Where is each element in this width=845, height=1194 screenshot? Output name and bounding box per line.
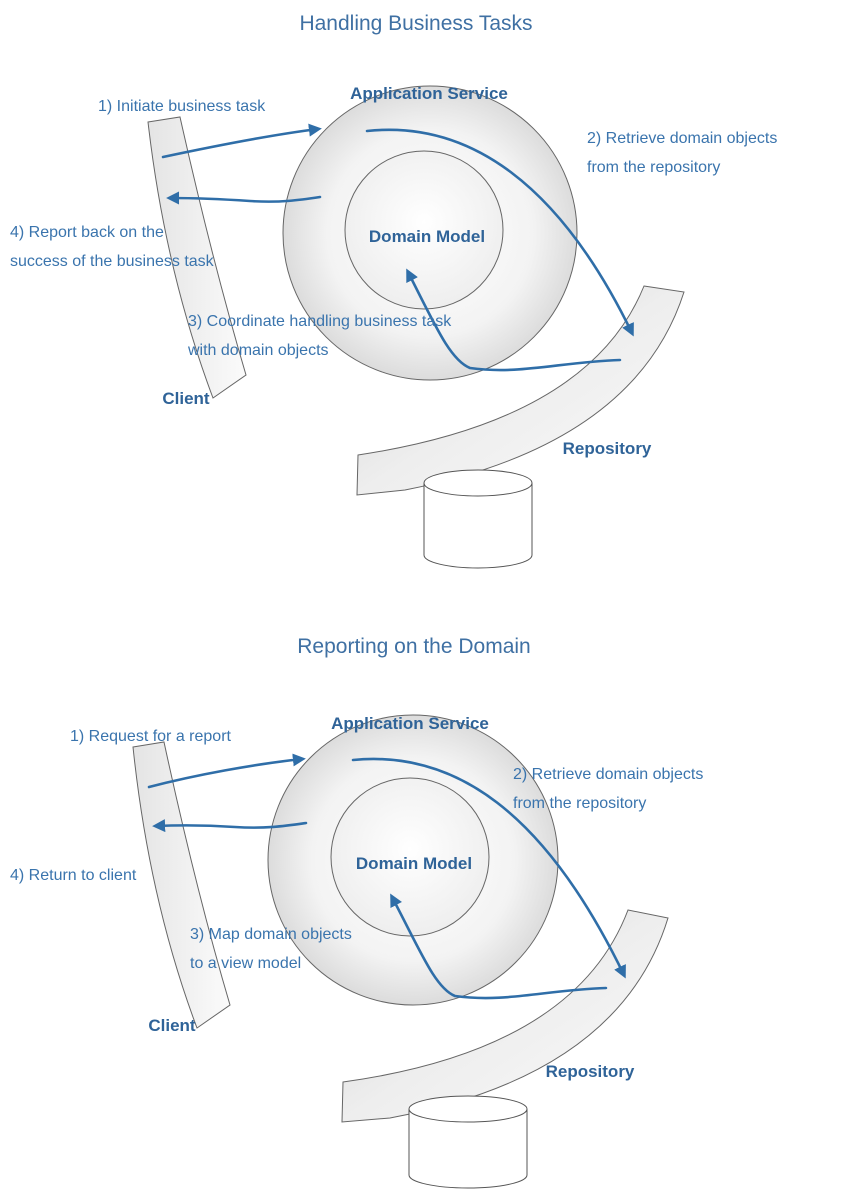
application-service-label: Application Service <box>350 84 508 103</box>
application-service-label: Application Service <box>331 714 489 733</box>
step-retrieve-line1: 2) Retrieve domain objects <box>513 766 703 783</box>
step-coordinate-line1: 3) Coordinate handling business task <box>188 313 452 330</box>
domain-model-label: Domain Model <box>369 227 485 246</box>
repository-band <box>341 909 669 1123</box>
repository-band <box>356 285 685 496</box>
arrow-initiate <box>161 123 322 159</box>
arrow-return <box>152 819 308 833</box>
panel-handling-business-tasks: Handling Business Tasks Application Serv… <box>10 12 777 569</box>
client-band <box>147 116 247 399</box>
database-cylinder <box>423 469 533 569</box>
step-retrieve-line2: from the repository <box>587 159 720 176</box>
step-coordinate-line2: with domain objects <box>187 342 329 359</box>
arrow-report-back <box>166 191 322 205</box>
domain-model-circle <box>330 777 490 937</box>
panel-title: Handling Business Tasks <box>299 12 532 35</box>
domain-model-label: Domain Model <box>356 854 472 873</box>
client-label: Client <box>148 1016 196 1035</box>
step-retrieve-line1: 2) Retrieve domain objects <box>587 130 777 147</box>
client-band <box>132 741 231 1029</box>
arrow-request <box>147 753 306 789</box>
step-map-line2: to a view model <box>190 955 301 972</box>
arrow-retrieve <box>365 128 634 337</box>
step-initiate: 1) Initiate business task <box>98 98 266 115</box>
domain-model-circle <box>344 150 504 310</box>
step-report-line2: success of the business task <box>10 253 215 270</box>
database-cylinder <box>408 1095 528 1189</box>
arrow-retrieve <box>351 757 626 979</box>
step-return: 4) Return to client <box>10 867 137 884</box>
client-label: Client <box>162 389 210 408</box>
repository-label: Repository <box>546 1062 635 1081</box>
repository-label: Repository <box>563 439 652 458</box>
step-report-line1: 4) Report back on the <box>10 224 164 241</box>
arrow-map <box>390 893 608 1000</box>
arrow-coordinate <box>406 268 622 372</box>
step-retrieve-line2: from the repository <box>513 795 646 812</box>
panel-reporting-on-the-domain: Reporting on the Domain Application Serv… <box>10 635 703 1189</box>
step-request: 1) Request for a report <box>70 728 232 745</box>
panel-title: Reporting on the Domain <box>297 635 530 658</box>
step-map-line1: 3) Map domain objects <box>190 926 352 943</box>
